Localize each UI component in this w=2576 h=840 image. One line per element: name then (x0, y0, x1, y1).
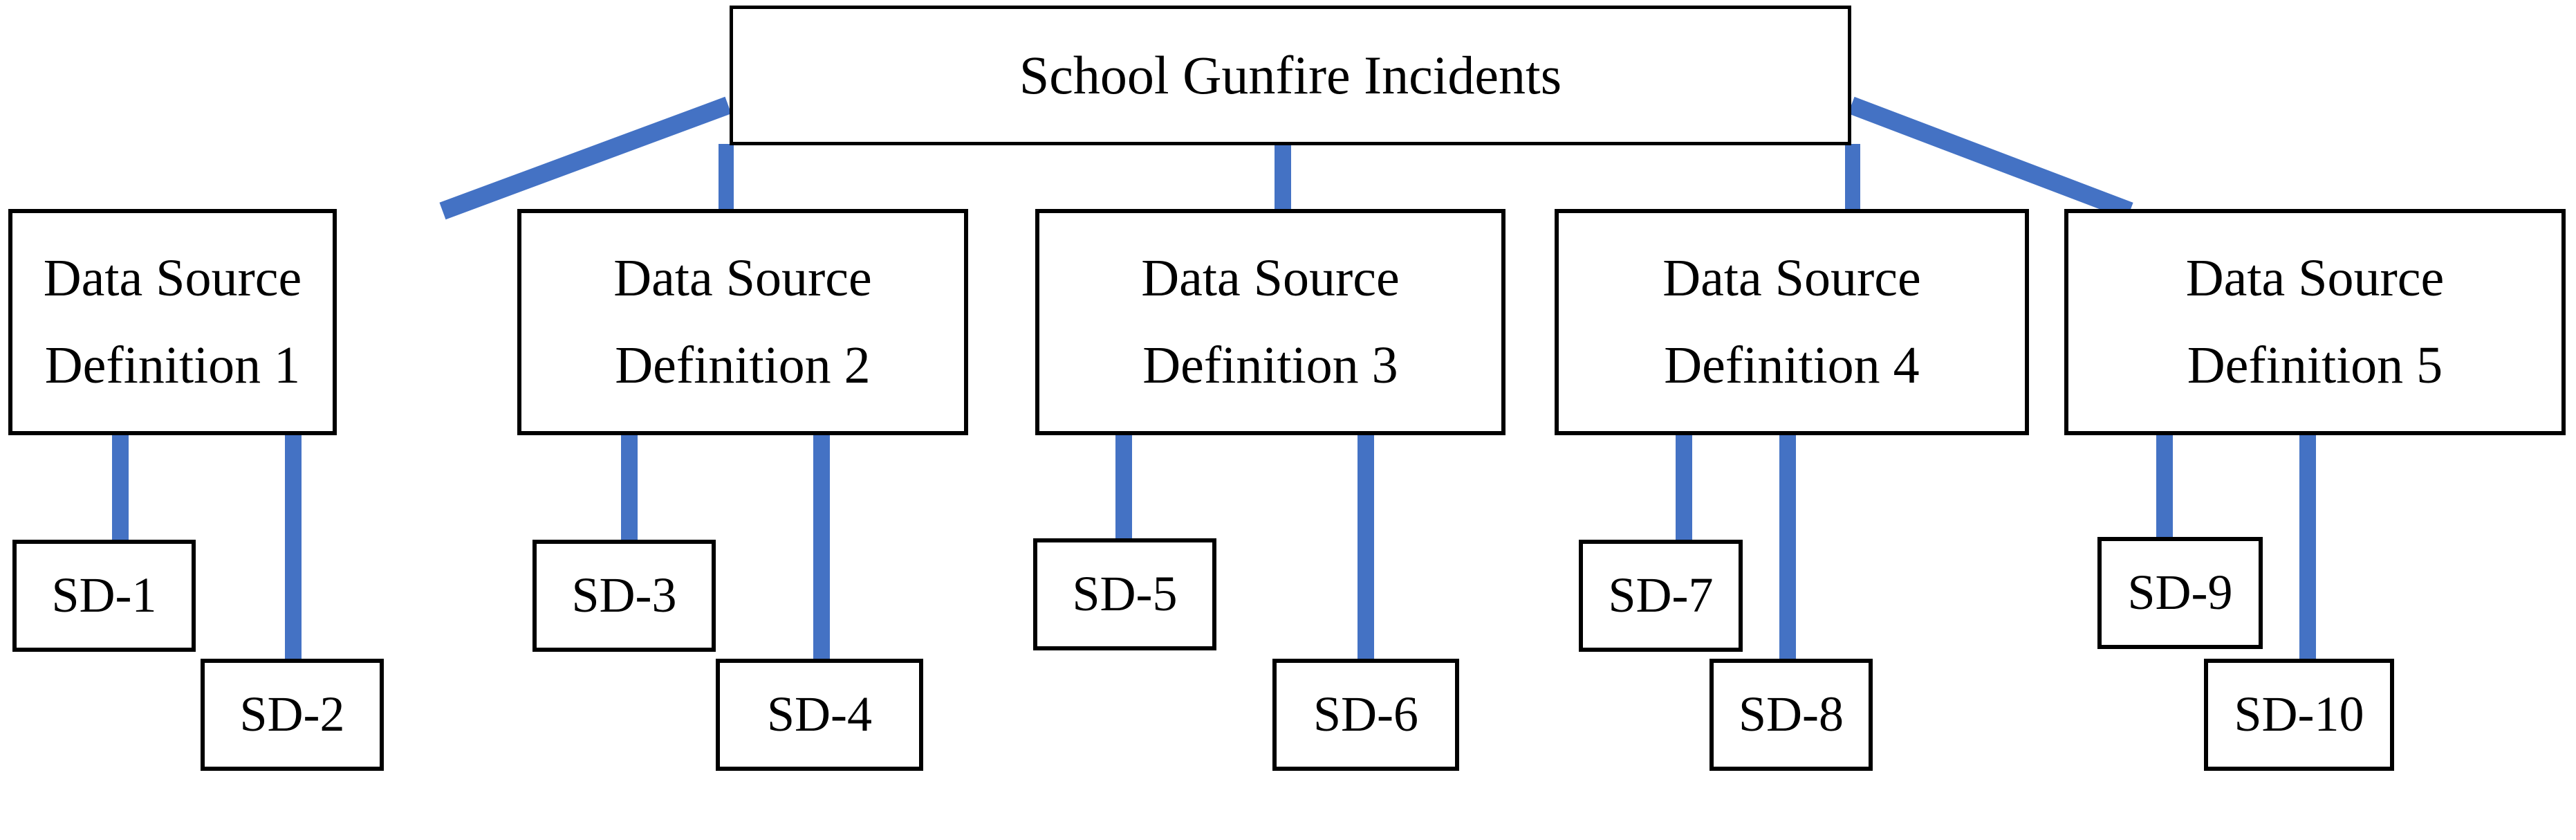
node-sd3-label: SD-3 (571, 567, 677, 623)
node-source-document-sd-6[interactable]: SD-6 (1272, 659, 1459, 771)
node-def4-line1: Data Source (1662, 248, 1921, 307)
node-data-source-definition-4[interactable]: Data Source Definition 4 (1555, 209, 2029, 435)
node-source-document-sd-7[interactable]: SD-7 (1579, 540, 1743, 652)
node-def3-line1: Data Source (1141, 248, 1400, 307)
node-def3-line2: Definition 3 (1142, 336, 1398, 394)
node-def1-line2: Definition 1 (44, 336, 301, 394)
node-root-label: School Gunfire Incidents (1019, 45, 1562, 106)
connector-root-to-def5 (1848, 96, 2133, 220)
node-sd6-label: SD-6 (1313, 686, 1418, 742)
node-source-document-sd-8[interactable]: SD-8 (1709, 659, 1873, 771)
node-source-document-sd-9[interactable]: SD-9 (2097, 537, 2263, 649)
node-source-document-sd-5[interactable]: SD-5 (1033, 538, 1216, 650)
node-def1-line1: Data Source (43, 248, 302, 307)
node-sd9-label: SD-9 (2127, 565, 2233, 621)
node-data-source-definition-5[interactable]: Data Source Definition 5 (2064, 209, 2566, 435)
node-def5-line2: Definition 5 (2187, 336, 2443, 394)
node-source-document-sd-4[interactable]: SD-4 (716, 659, 923, 771)
node-def2-line2: Definition 2 (615, 336, 871, 394)
node-sd7-label: SD-7 (1608, 567, 1714, 623)
node-sd10-label: SD-10 (2234, 686, 2364, 742)
node-root-school-gunfire-incidents[interactable]: School Gunfire Incidents (730, 6, 1851, 145)
node-source-document-sd-3[interactable]: SD-3 (532, 540, 716, 652)
node-sd2-label: SD-2 (239, 686, 345, 742)
node-def5-line1: Data Source (2185, 248, 2445, 307)
node-source-document-sd-2[interactable]: SD-2 (201, 659, 384, 771)
connector-root-to-def1 (439, 96, 732, 220)
node-data-source-definition-3[interactable]: Data Source Definition 3 (1035, 209, 1505, 435)
node-sd5-label: SD-5 (1072, 566, 1178, 622)
node-sd1-label: SD-1 (51, 567, 157, 623)
node-sd4-label: SD-4 (766, 686, 872, 742)
node-source-document-sd-1[interactable]: SD-1 (12, 540, 196, 652)
node-def2-line1: Data Source (613, 248, 872, 307)
node-source-document-sd-10[interactable]: SD-10 (2204, 659, 2394, 771)
node-def4-line2: Definition 4 (1664, 336, 1920, 394)
node-data-source-definition-1[interactable]: Data Source Definition 1 (8, 209, 337, 435)
node-sd8-label: SD-8 (1738, 686, 1844, 742)
node-data-source-definition-2[interactable]: Data Source Definition 2 (517, 209, 968, 435)
